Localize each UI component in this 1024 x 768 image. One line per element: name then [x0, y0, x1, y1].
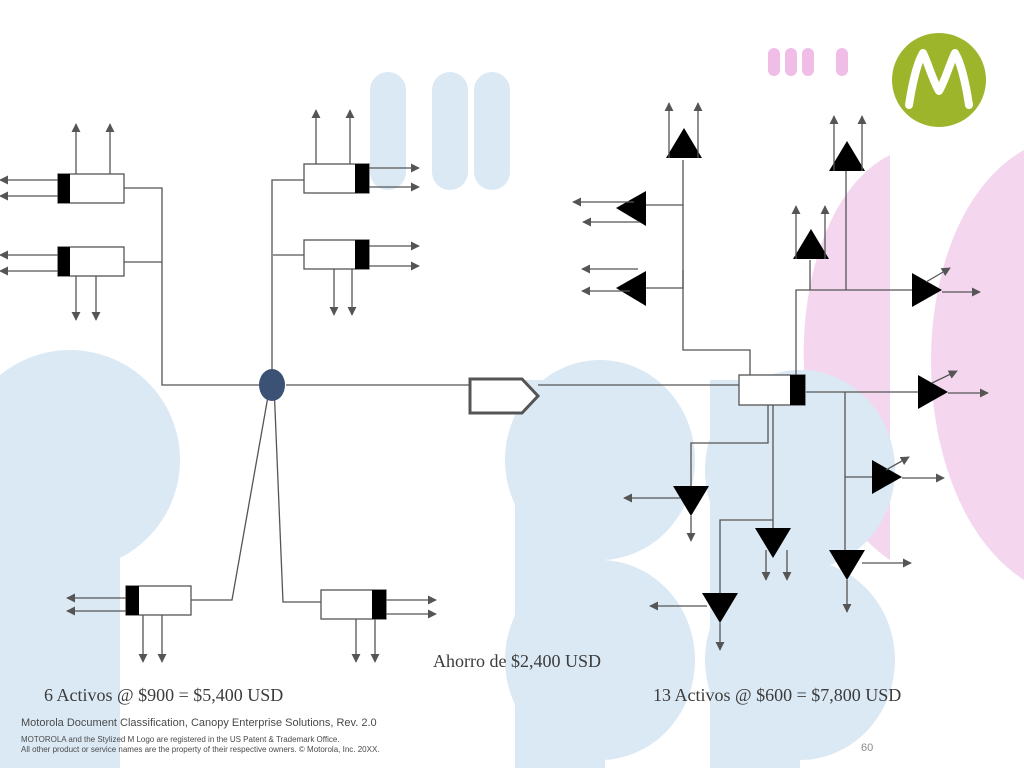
device-left-2 — [57, 246, 125, 277]
triangle-device-5 — [616, 271, 646, 306]
bg-blue-pill-3 — [474, 72, 510, 190]
transition-tag-shape — [468, 377, 541, 415]
triangle-device-3 — [793, 229, 829, 259]
device-left-3 — [303, 163, 370, 194]
device-left-6 — [320, 589, 387, 620]
bg-blue-block-left — [0, 420, 120, 768]
signal-arrows — [0, 102, 989, 663]
bg-pink-pill-3 — [802, 48, 814, 76]
left-cost-caption: 6 Activos @ $900 = $5,400 USD — [44, 685, 284, 705]
right-cost-caption: 13 Activos @ $600 = $7,800 USD — [653, 685, 902, 705]
device-right-main — [738, 374, 806, 406]
bg-blue-pill-2 — [432, 72, 468, 190]
triangle-device-7 — [918, 375, 948, 409]
bg-pink-pill-4 — [836, 48, 848, 76]
triangle-device-4 — [616, 191, 646, 226]
bg-pink-pill-1 — [768, 48, 780, 76]
triangle-device-8 — [872, 460, 902, 494]
triangle-device-11 — [829, 550, 865, 580]
bg-pink-pill-2 — [785, 48, 797, 76]
device-left-1 — [57, 173, 125, 204]
connector-lines — [124, 160, 918, 603]
bg-blue-pill-1 — [370, 72, 406, 190]
triangle-device-12 — [702, 593, 738, 623]
triangle-device-6 — [912, 273, 942, 307]
motorola-logo-icon — [892, 33, 986, 127]
savings-caption: Ahorro de $2,400 USD — [433, 651, 601, 671]
document-classification: Motorola Document Classification, Canopy… — [21, 717, 377, 729]
triangle-device-9 — [673, 486, 709, 516]
bg-pink-right-arc — [931, 150, 1024, 580]
device-left-5 — [125, 585, 192, 616]
network-hub-node — [259, 369, 285, 401]
device-left-4 — [303, 239, 370, 270]
triangle-device-1 — [666, 128, 702, 158]
triangle-device-10 — [755, 528, 791, 558]
page-number: 60 — [861, 742, 874, 754]
right-triangle-devices — [616, 128, 948, 623]
triangle-device-2 — [829, 141, 865, 171]
bg-blue-block-mid — [515, 380, 605, 768]
legal-notice-line-2: All other product or service names are t… — [21, 745, 380, 754]
left-device-group — [57, 163, 387, 620]
legal-notice-line-1: MOTOROLA and the Stylized M Logo are reg… — [21, 735, 340, 744]
